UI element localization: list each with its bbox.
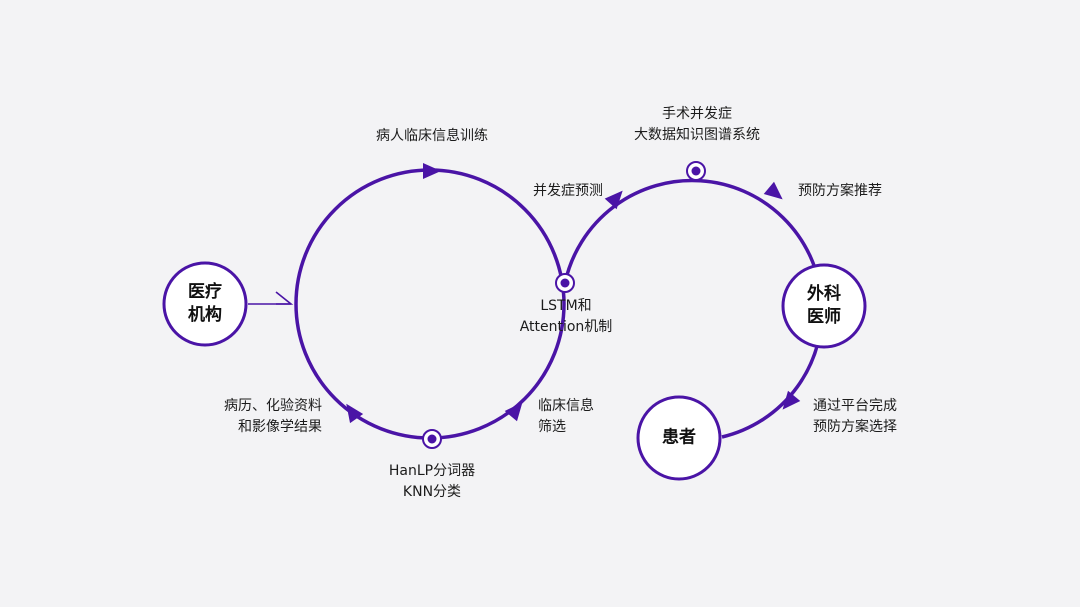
- arrow-right-arc-bottom: [782, 390, 801, 410]
- arrow-top-left-circle: [423, 163, 441, 179]
- surgeon-node: 外科 医师: [807, 283, 841, 329]
- lstm-attention-label: LSTM和 Attention机制: [520, 296, 613, 338]
- lstm-label-line2: Attention机制: [519, 319, 613, 335]
- hanlp-marker-icon: [422, 429, 442, 449]
- lstm-label-line1: LSTM和: [540, 298, 592, 314]
- arrow-bottom-right-left-circle: [504, 402, 523, 422]
- surgeon-node-circle: [781, 263, 867, 349]
- complication-prediction-label: 并发症预测: [533, 183, 603, 199]
- records-label: 病历、化验资料 和影像学结果: [224, 396, 322, 438]
- hanlp-knn-label: HanLP分词器 KNN分类: [389, 461, 475, 503]
- platform-choice-line1: 通过平台完成: [813, 398, 897, 414]
- surgeon-line1: 外科: [807, 284, 841, 304]
- knowledge-graph-line1: 手术并发症: [662, 106, 732, 122]
- medical-institution-node-circle: [162, 261, 248, 347]
- arrow-bottom-left-circle: [346, 403, 364, 424]
- records-label-line2: 和影像学结果: [238, 419, 322, 435]
- input-connector-arrowhead: [275, 291, 294, 305]
- right-cycle-arc: [563, 178, 824, 439]
- surgeon-line2: 医师: [807, 307, 841, 327]
- arrow-right-arc-top: [763, 181, 783, 200]
- patient-node-circle: [636, 395, 722, 481]
- arrow-right-arc-rising: [604, 190, 623, 210]
- patient-node: 患者: [662, 427, 696, 450]
- clinical-filter-line2: 筛选: [538, 419, 566, 435]
- medical-institution-node: 医疗 机构: [188, 281, 222, 327]
- patient-info-training-label: 病人临床信息训练: [376, 128, 488, 144]
- platform-choice-line2: 预防方案选择: [813, 419, 897, 435]
- medical-institution-line2: 机构: [188, 305, 222, 325]
- records-label-line1: 病历、化验资料: [224, 398, 322, 414]
- lstm-marker-icon: [555, 273, 575, 293]
- hanlp-label-line1: HanLP分词器: [388, 463, 476, 479]
- clinical-filter-label: 临床信息 筛选: [538, 396, 594, 438]
- prevention-recommend-label: 预防方案推荐: [798, 183, 882, 199]
- knowledge-graph-line2: 大数据知识图谱系统: [634, 127, 760, 143]
- clinical-filter-line1: 临床信息: [538, 398, 594, 414]
- knowledge-graph-marker-icon: [686, 161, 706, 181]
- medical-institution-line1: 医疗: [188, 282, 222, 302]
- platform-choice-label: 通过平台完成 预防方案选择: [813, 396, 897, 438]
- hanlp-label-line2: KNN分类: [402, 484, 462, 500]
- knowledge-graph-label: 手术并发症 大数据知识图谱系统: [634, 104, 760, 146]
- patient-line1: 患者: [662, 427, 696, 448]
